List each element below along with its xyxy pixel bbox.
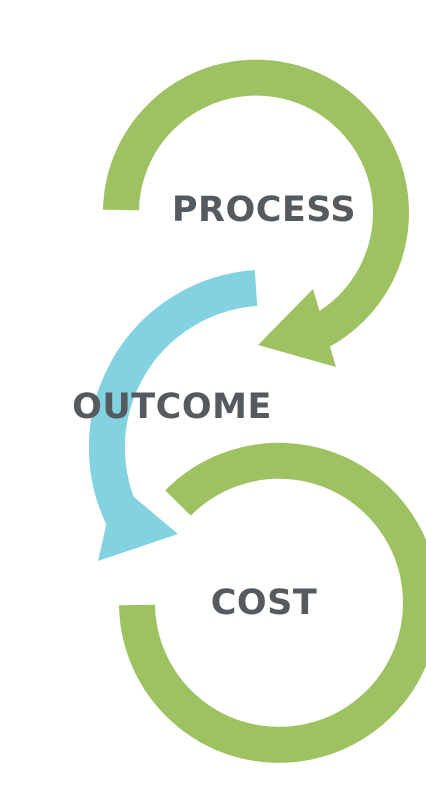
process-arc xyxy=(103,59,409,355)
cost-loop xyxy=(119,442,426,763)
process-label: PROCESS xyxy=(172,190,356,230)
process-arrowhead xyxy=(258,289,336,367)
cost-label: COST xyxy=(211,583,318,623)
outcome-loop xyxy=(88,270,258,561)
cost-arc xyxy=(119,442,426,763)
process-loop xyxy=(103,59,409,367)
outcome-arc xyxy=(88,270,258,536)
outcome-arrowhead xyxy=(98,482,178,561)
outcome-label: OUTCOME xyxy=(72,387,272,427)
